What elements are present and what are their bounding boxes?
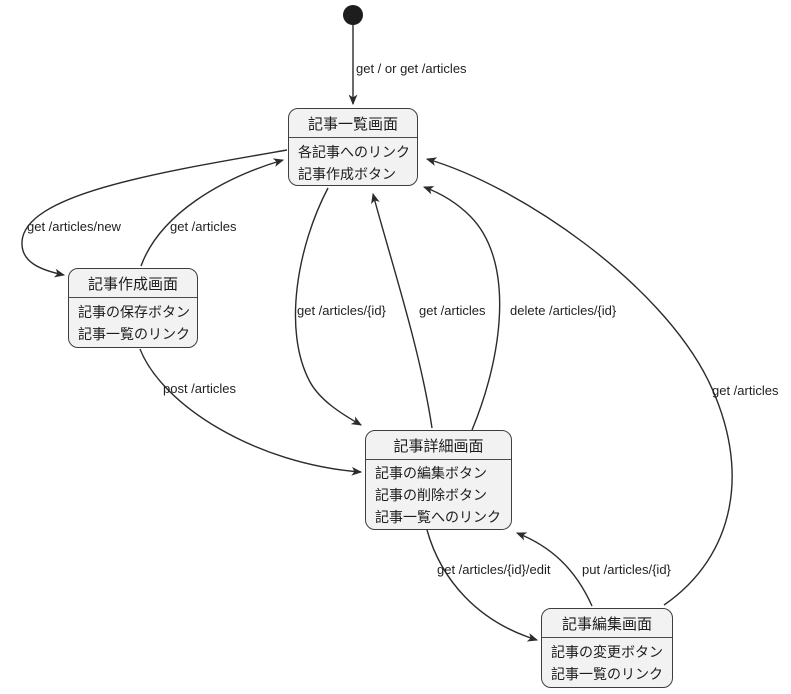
edge-label-detail-to-edit: get /articles/{id}/edit [437, 562, 551, 577]
edge-edit-to-list [425, 157, 733, 606]
edge-label-create-to-list: get /articles [170, 219, 237, 234]
state-node-article-create: 記事作成画面 記事の保存ボタン 記事一覧のリンク [68, 268, 198, 348]
edge-label-list-to-detail: get /articles/{id} [297, 303, 386, 318]
edge-detail-to-edit [426, 529, 539, 642]
edge-label-start-to-list: get / or get /articles [356, 61, 467, 76]
edge-label-detail-to-list: get /articles [419, 303, 486, 318]
state-node-article-detail-body: 記事の編集ボタン 記事の削除ボタン 記事一覧へのリンク [366, 460, 511, 529]
state-node-article-create-title: 記事作成画面 [69, 269, 197, 298]
state-node-article-list-title: 記事一覧画面 [289, 109, 417, 138]
initial-state-dot [343, 5, 363, 25]
edge-edit-to-detail [515, 532, 593, 607]
edge-create-to-detail [139, 348, 363, 476]
state-node-article-detail: 記事詳細画面 記事の編集ボタン 記事の削除ボタン 記事一覧へのリンク [365, 430, 512, 530]
edge-label-list-to-create: get /articles/new [27, 219, 121, 234]
edge-detail-to-list-delete [422, 186, 501, 431]
state-node-line: 記事の変更ボタン [551, 644, 663, 660]
edge-label-create-to-detail: post /articles [163, 381, 236, 396]
state-node-line: 記事の編集ボタン [375, 465, 487, 481]
edge-list-to-detail [294, 187, 362, 426]
state-node-article-list-body: 各記事へのリンク 記事作成ボタン [289, 138, 417, 185]
state-node-article-detail-title: 記事詳細画面 [366, 431, 511, 460]
state-node-line: 記事一覧のリンク [78, 326, 190, 342]
state-node-line: 記事一覧へのリンク [375, 509, 501, 525]
edge-create-to-list [140, 158, 285, 267]
state-node-article-edit-title: 記事編集画面 [542, 609, 672, 638]
state-node-line: 記事一覧のリンク [551, 666, 663, 682]
state-node-article-list: 記事一覧画面 各記事へのリンク 記事作成ボタン [288, 108, 418, 186]
edge-list-to-create [21, 149, 288, 278]
edge-detail-to-list [371, 192, 433, 429]
state-node-line: 記事の削除ボタン [375, 487, 487, 503]
edge-label-edit-to-list: get /articles [712, 383, 779, 398]
state-node-line: 記事作成ボタン [298, 166, 396, 182]
state-node-line: 記事の保存ボタン [78, 304, 190, 320]
state-node-line: 各記事へのリンク [298, 144, 410, 160]
edge-label-edit-to-detail: put /articles/{id} [582, 562, 671, 577]
state-node-article-create-body: 記事の保存ボタン 記事一覧のリンク [69, 298, 197, 347]
state-node-article-edit: 記事編集画面 記事の変更ボタン 記事一覧のリンク [541, 608, 673, 688]
state-node-article-edit-body: 記事の変更ボタン 記事一覧のリンク [542, 638, 672, 687]
edge-label-detail-to-list-delete: delete /articles/{id} [510, 303, 617, 318]
